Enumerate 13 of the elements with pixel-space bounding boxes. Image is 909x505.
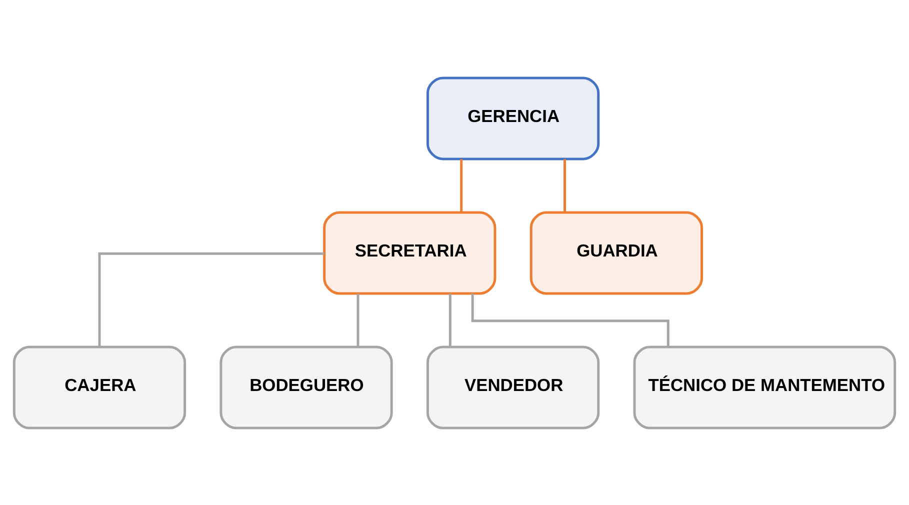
node-box: VENDEDOR bbox=[426, 345, 600, 429]
connector bbox=[471, 293, 670, 346]
connector bbox=[460, 158, 463, 212]
node-box: GERENCIA bbox=[426, 76, 600, 160]
connector bbox=[564, 158, 566, 212]
node-box: BODEGUERO bbox=[220, 345, 393, 429]
node-box: CAJERA bbox=[12, 345, 186, 429]
connector bbox=[98, 252, 324, 346]
connector bbox=[448, 293, 452, 346]
connector bbox=[356, 293, 360, 346]
node-box: GUARDIA bbox=[530, 210, 703, 294]
node-box: TÉCNICO DE MANTEMENTO bbox=[633, 345, 896, 429]
node-box: SECRETARIA bbox=[323, 210, 496, 294]
